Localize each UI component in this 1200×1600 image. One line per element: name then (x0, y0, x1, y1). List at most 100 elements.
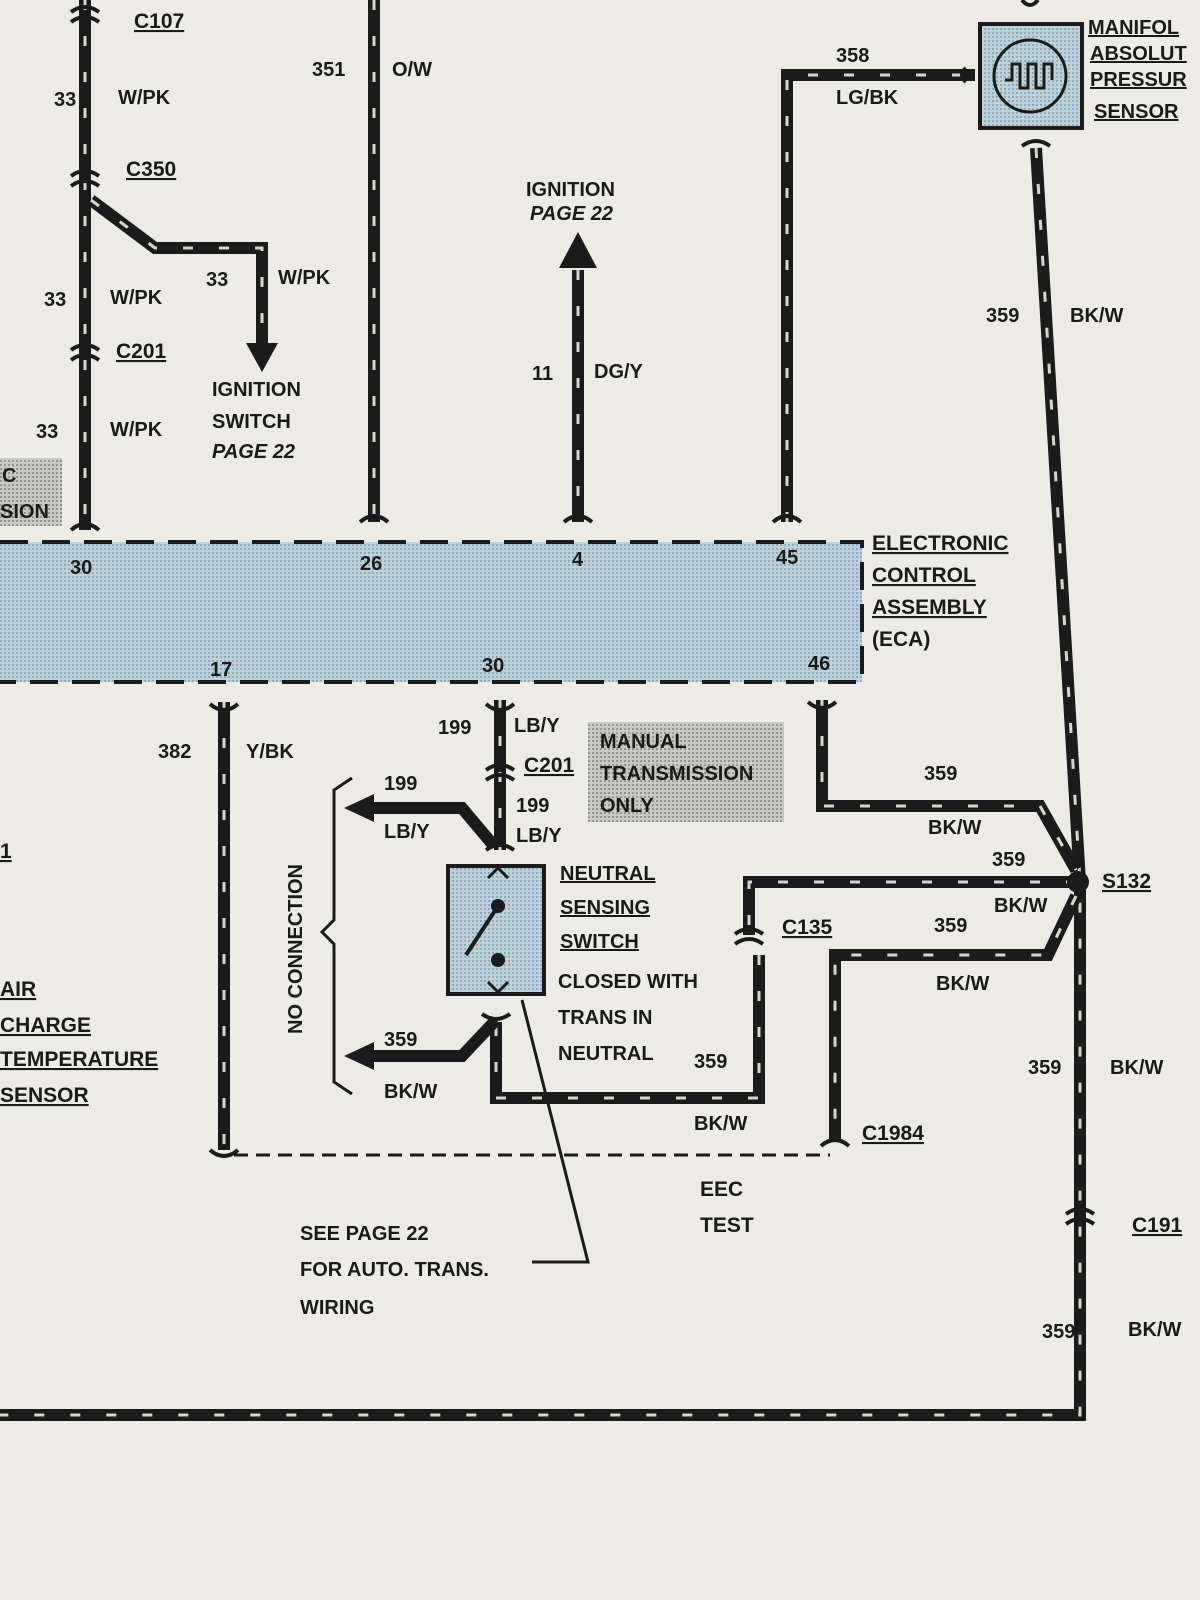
pulse-wave-icon (1005, 62, 1054, 90)
circuit-199-right-number: 199 (516, 795, 549, 817)
circuit-359-mid-number: 359 (934, 915, 967, 937)
circuit-33-number: 33 (54, 89, 76, 111)
manifold-absolute-pressure-sensor[interactable] (978, 0, 1084, 130)
circuit-199-number: 199 (438, 717, 471, 739)
circuit-359-bottom-number: 359 (1042, 1321, 1075, 1343)
circuit-33-branch-color: W/PK (278, 267, 331, 289)
left-box-label-1: C (2, 465, 16, 487)
ecu-pin-46: 46 (808, 653, 830, 675)
circuit-33-number-2: 33 (44, 289, 66, 311)
map-sensor-label-1: MANIFOL (1088, 17, 1179, 39)
splice-s132[interactable] (1067, 871, 1089, 893)
ecu-pin-45: 45 (776, 547, 798, 569)
ecu-name-line-3: ASSEMBLY (872, 596, 987, 619)
splice-s132-label: S132 (1102, 870, 1151, 893)
circuit-358-number: 358 (836, 45, 869, 67)
manual-only-label-1: MANUAL (600, 731, 687, 753)
circuit-33-color-2: W/PK (110, 287, 163, 309)
circuit-359-ecu46-color: BK/W (928, 817, 981, 839)
ecu-pin-30-bottom: 30 (482, 655, 504, 677)
circuit-359-right-number: 359 (1028, 1057, 1061, 1079)
see-page-note-3: WIRING (300, 1297, 374, 1319)
circuit-11-color: DG/Y (594, 361, 644, 383)
arrow-to-ignition (559, 232, 597, 268)
eec-test-label-2: TEST (700, 1214, 754, 1237)
act-sensor-label-1: AIR (0, 978, 36, 1001)
ecu-name-line-1: ELECTRONIC (872, 532, 1009, 555)
connector-marks (69, 5, 1096, 1226)
nss-label-2: SENSING (560, 897, 650, 919)
ecu-body (0, 542, 862, 682)
nss-note-3: NEUTRAL (558, 1043, 654, 1065)
act-sensor-label-2: CHARGE (0, 1014, 91, 1037)
ignition-switch-label-2: SWITCH (212, 411, 291, 433)
left-box-label-2: SION (0, 501, 49, 523)
electronic-control-assembly[interactable] (0, 540, 864, 684)
labels: C107 C350 C201 C201 C135 C1984 C191 S132… (0, 10, 1187, 1343)
arrow-to-ignition-switch (246, 343, 278, 372)
no-connection-label: NO CONNECTION (285, 864, 307, 1034)
circuit-358-color: LG/BK (836, 87, 899, 109)
left-shaded-box (0, 458, 62, 526)
circuit-351-color: O/W (392, 59, 432, 81)
circuit-33-color: W/PK (118, 87, 171, 109)
left-fragment-label: 1 (0, 840, 12, 863)
circuit-359-ecu46-number: 359 (924, 763, 957, 785)
circuit-359-mid-color: BK/W (936, 973, 989, 995)
no-connection-brace (319, 776, 353, 1096)
sensor-icon-ring (992, 38, 1068, 114)
manual-only-label-3: ONLY (600, 795, 654, 817)
wire-359-to-c1984 (829, 893, 1082, 1142)
circuit-359-s132-number: 359 (992, 849, 1025, 871)
map-sensor-label-3: PRESSUR (1090, 69, 1187, 91)
circuit-359-nss-color: BK/W (384, 1081, 437, 1103)
ecu-pin-26: 26 (360, 553, 382, 575)
ignition-switch-label-1: IGNITION (212, 379, 301, 401)
ecu-pin-30-top: 30 (70, 557, 92, 579)
connector-c201-left[interactable]: C201 (116, 340, 167, 363)
ecu-pin-17: 17 (210, 659, 232, 681)
circuit-359-s132-color: BK/W (994, 895, 1047, 917)
circuit-359-map-color: BK/W (1070, 305, 1123, 327)
act-sensor-label-4: SENSOR (0, 1084, 89, 1107)
arrow-199-no-connection (344, 794, 374, 822)
connector-c1984[interactable]: C1984 (862, 1122, 924, 1145)
switch-contact-bottom (491, 953, 505, 967)
eec-test-label-1: EEC (700, 1178, 743, 1201)
circuit-33-color-3: W/PK (110, 419, 163, 441)
circuit-359-right-color: BK/W (1110, 1057, 1163, 1079)
circuit-359-c135-number: 359 (694, 1051, 727, 1073)
circuit-11-number: 11 (532, 363, 553, 385)
manual-transmission-note-box (588, 722, 784, 822)
connector-c350[interactable]: C350 (126, 158, 176, 181)
circuit-359-bottom-color: BK/W (1128, 1319, 1181, 1341)
ecu-pin-4: 4 (572, 549, 584, 571)
circuit-33-number-3: 33 (36, 421, 58, 443)
connector-c191[interactable]: C191 (1132, 1214, 1183, 1237)
circuit-359-map-number: 359 (986, 305, 1019, 327)
map-sensor-label-4: SENSOR (1094, 101, 1179, 123)
circuit-199-left-color: LB/Y (384, 821, 430, 843)
wire-199-branch (372, 802, 499, 850)
act-sensor-label-3: TEMPERATURE (0, 1048, 158, 1071)
connector-c107[interactable]: C107 (134, 10, 184, 33)
see-page-note-2: FOR AUTO. TRANS. (300, 1259, 489, 1281)
arrow-359-no-connection (344, 1042, 374, 1070)
neutral-sensing-switch[interactable] (446, 864, 546, 996)
see-page-leader (520, 999, 590, 1264)
circuit-199-right-color: LB/Y (516, 825, 562, 847)
nss-note-1: CLOSED WITH (558, 971, 698, 993)
nss-note-2: TRANS IN (558, 1007, 652, 1029)
circuit-359-nss-number: 359 (384, 1029, 417, 1051)
map-sensor-label-2: ABSOLUT (1090, 43, 1187, 65)
ecu-abbrev: (ECA) (872, 628, 930, 651)
ecu-outline (0, 540, 864, 684)
circuit-382-color: Y/BK (246, 741, 294, 763)
circuit-359-c135-color: BK/W (694, 1113, 747, 1135)
connector-c135[interactable]: C135 (782, 916, 833, 939)
switch-blade-icon (464, 904, 500, 957)
circuit-199-color: LB/Y (514, 715, 560, 737)
connector-c201-mid[interactable]: C201 (524, 754, 575, 777)
circuit-351-number: 351 (312, 59, 345, 81)
